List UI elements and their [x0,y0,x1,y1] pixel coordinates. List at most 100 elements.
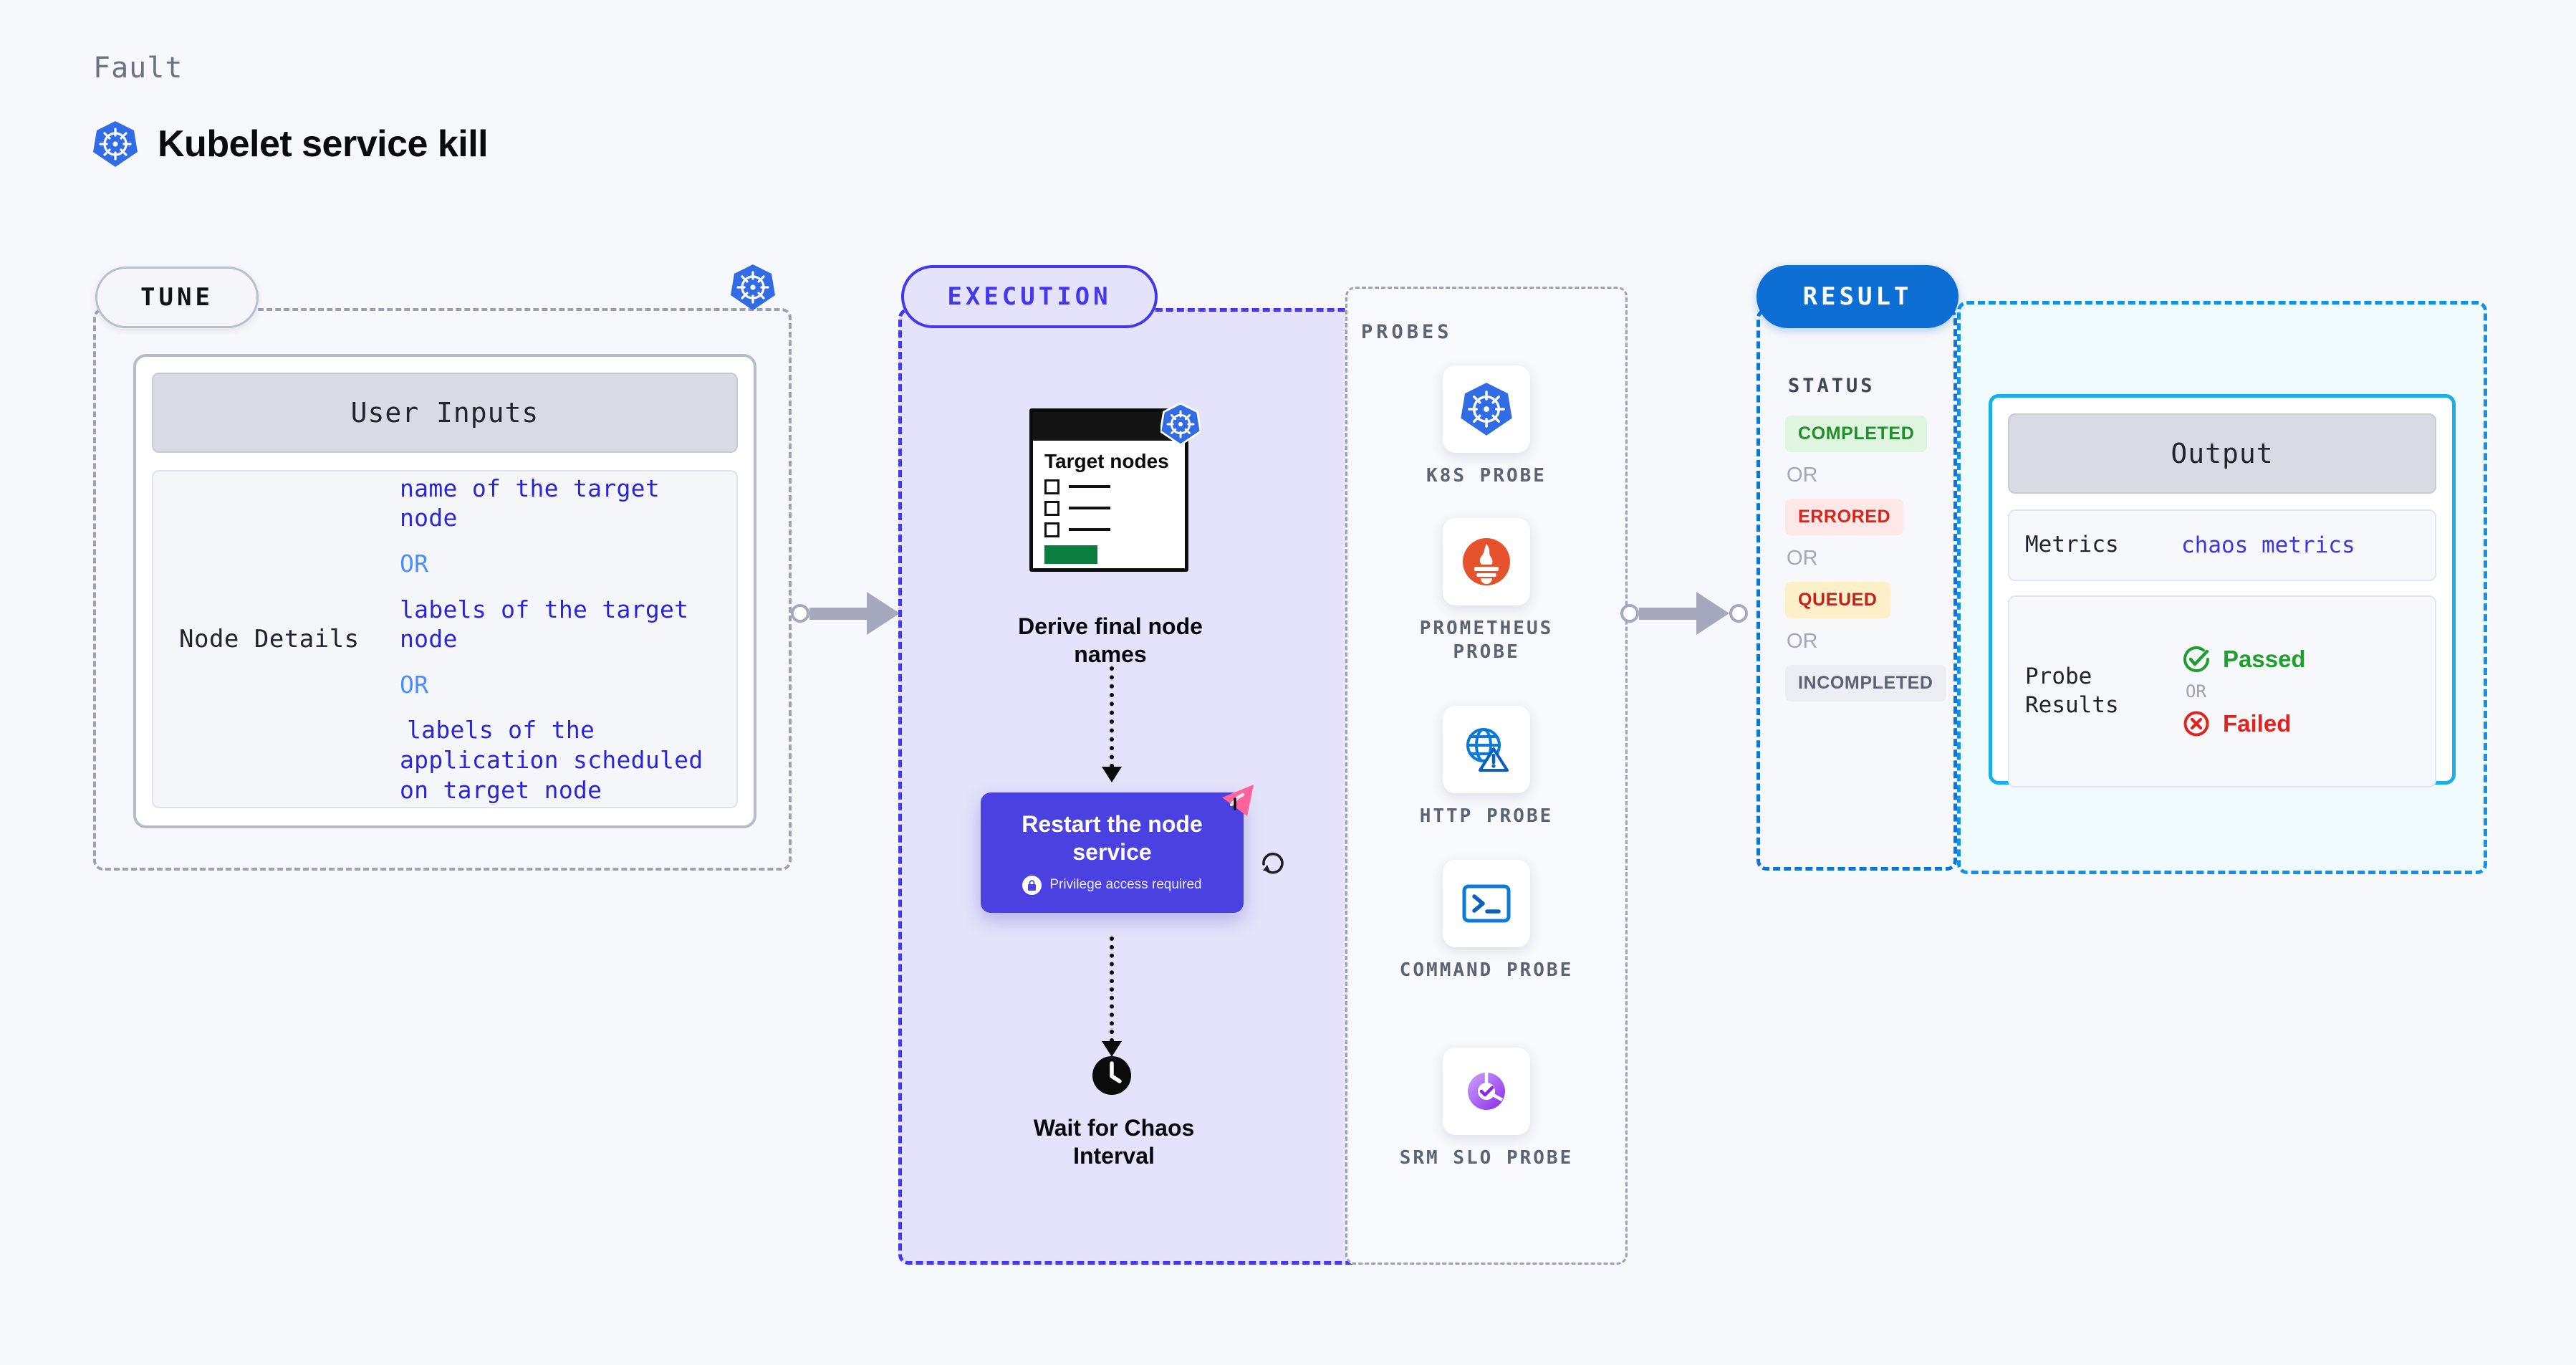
arrow-head [1102,1041,1122,1057]
user-inputs-card: User Inputs Node Details name of the tar… [133,354,756,828]
x-circle-icon [2183,711,2209,737]
output-title: Output [2008,413,2436,494]
execution-badge[interactable]: EXECUTION [901,265,1158,328]
status-separator: OR [1787,630,1818,653]
flow-arrow [1102,666,1122,782]
list-item [1044,500,1173,516]
connector-arrowhead [1696,592,1729,635]
status-badge-errored: ERRORED [1785,499,1904,535]
connector-dot [791,604,809,623]
slo-donut-icon [1443,1048,1530,1135]
connector-execution-to-result [1620,592,1748,635]
arrow-head [1102,767,1122,782]
probe-result-passed: Passed [2181,644,2306,674]
connector-arrowhead [867,592,900,635]
kubernetes-icon [1443,365,1530,453]
privilege-note-text: Privilege access required [1049,877,1202,893]
user-inputs-title: User Inputs [152,373,738,453]
tune-badge[interactable]: TUNE [95,267,259,328]
progress-bar [1044,545,1097,564]
output-card: Output Metrics chaos metrics Probe Resul… [1989,394,2456,787]
globe-warning-icon [1443,706,1530,793]
list-item [1044,522,1173,537]
probe-item-prometheus[interactable]: PROMETHEUS PROBE [1383,518,1590,665]
metrics-row: Metrics chaos metrics [2008,509,2436,581]
probe-label: PROMETHEUS PROBE [1419,618,1554,664]
status-badge-completed: COMPLETED [1785,416,1928,452]
page-title-row: Kubelet service kill [93,120,489,168]
connector-line [809,607,868,620]
list-line [1069,485,1110,489]
list-line [1069,528,1110,532]
page-title: Kubelet service kill [158,123,489,165]
prometheus-icon [1443,518,1530,605]
checkbox-icon [1044,500,1059,516]
node-details-row: Node Details name of the target node OR … [152,470,738,808]
metrics-key: Metrics [2025,532,2119,558]
node-details-key: Node Details [179,625,360,653]
probe-label: COMMAND PROBE [1399,959,1574,981]
checkbox-icon [1044,522,1059,537]
target-nodes-title: Target nodes [1044,450,1169,472]
privilege-note: Privilege access required [1022,875,1202,895]
probe-results-values: Passed OR Failed [2181,644,2306,739]
connector-line [1639,607,1698,620]
connector-dot [1729,604,1748,623]
status-separator: OR [1787,464,1818,487]
wait-chaos-interval-label: Wait for Chaos Interval [1033,1115,1195,1169]
node-details-or-1: OR [400,550,429,578]
kubernetes-icon [93,120,138,168]
probe-item-command[interactable]: COMMAND PROBE [1383,860,1590,982]
probe-item-srm-slo[interactable]: SRM SLO PROBE [1383,1048,1590,1170]
node-details-values: name of the target node OR labels of the… [400,474,726,805]
connector-tune-to-execution [791,592,918,635]
clock-icon [1090,1053,1134,1101]
restart-node-service-label: Restart the node service [1022,811,1203,865]
probe-label: K8S PROBE [1426,465,1547,487]
status-title: STATUS [1788,375,1875,397]
restart-node-service-step[interactable]: Restart the node service Privilege acces… [981,792,1244,913]
derive-node-names-label: Derive final node names [1018,613,1203,668]
probe-results-row: Probe Results Passed OR Failed [2008,595,2436,787]
connector-dot [1620,604,1639,623]
kubernetes-icon [1159,402,1202,449]
list-line [1069,507,1110,510]
list-item [1044,479,1173,494]
status-separator: OR [1787,547,1818,570]
tune-panel: User Inputs Node Details name of the tar… [93,308,792,871]
kubernetes-icon [731,264,775,315]
target-nodes-list [1044,479,1173,537]
node-details-or-2: OR [400,670,429,699]
flow-arrow [1102,937,1122,1057]
probes-title: PROBES [1361,321,1453,343]
probe-failed-label: Failed [2223,710,2292,737]
page-eyebrow: Fault [93,52,183,85]
probe-result-separator: OR [2186,681,2206,701]
check-circle-icon [2183,646,2209,672]
chaos-badge-icon [1216,777,1260,825]
metrics-value: chaos metrics [2181,532,2355,558]
node-details-value-2: labels of the target node [400,595,689,653]
window-titlebar [1033,412,1185,441]
arrow-stem [1110,937,1114,1043]
probe-label: SRM SLO PROBE [1399,1147,1574,1169]
probe-result-failed: Failed [2181,709,2306,739]
retry-icon[interactable] [1256,846,1289,882]
checkbox-icon [1044,479,1059,494]
status-badge-queued: QUEUED [1785,582,1890,618]
target-nodes-card: Target nodes [1029,408,1188,572]
arrow-stem [1110,666,1114,768]
probe-label: HTTP PROBE [1419,805,1554,827]
probe-item-http[interactable]: HTTP PROBE [1383,706,1590,828]
window-body: Target nodes [1033,441,1185,568]
probe-passed-label: Passed [2223,646,2306,672]
probe-item-k8s[interactable]: K8S PROBE [1383,365,1590,488]
node-details-value-1: name of the target node [400,474,660,532]
terminal-icon [1443,860,1530,947]
probe-results-key: Probe Results [2025,664,2119,718]
node-details-value-3: labels of the application scheduled on t… [400,716,703,804]
status-list: COMPLETED OR ERRORED OR QUEUED OR INCOMP… [1785,416,1950,701]
lock-icon [1022,875,1042,895]
result-badge[interactable]: RESULT [1756,265,1959,328]
